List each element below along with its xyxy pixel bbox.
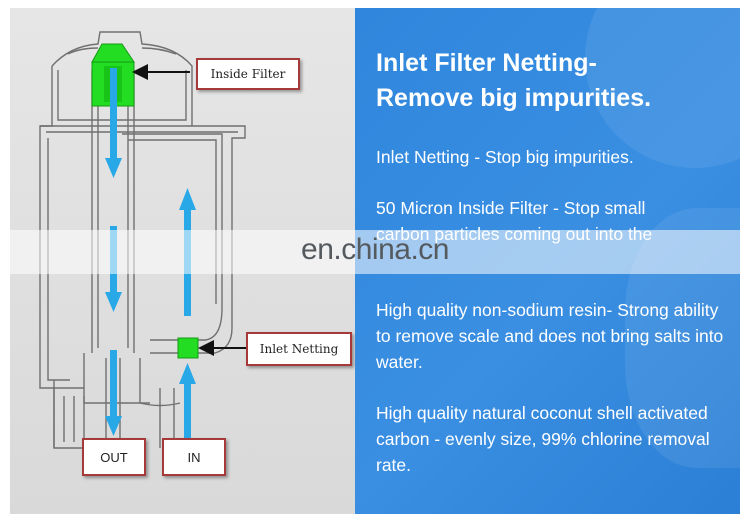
- inlet-netting-green: [177, 337, 199, 359]
- info-title-line: Inlet Filter Netting-: [376, 49, 597, 77]
- info-title: Inlet Filter Netting- Remove big impurit…: [376, 46, 726, 116]
- info-paragraph-inlet-netting: Inlet Netting - Stop big impurities.: [376, 147, 634, 167]
- info-paragraph-line: 50 Micron Inside Filter - Stop small: [376, 198, 646, 218]
- watermark-band: [0, 230, 750, 274]
- info-paragraph-resin: High quality non-sodium resin- Strong ab…: [376, 300, 724, 372]
- inlet-netting-label: Inlet Netting: [246, 332, 352, 366]
- out-label: OUT: [82, 438, 146, 476]
- in-label: IN: [162, 438, 226, 476]
- info-title-line: Remove big impurities.: [376, 84, 652, 112]
- inside-filter-label: Inside Filter: [196, 58, 300, 90]
- info-paragraph-carbon: High quality natural coconut shell activ…: [376, 403, 710, 475]
- watermark-text: en.china.cn: [301, 233, 449, 266]
